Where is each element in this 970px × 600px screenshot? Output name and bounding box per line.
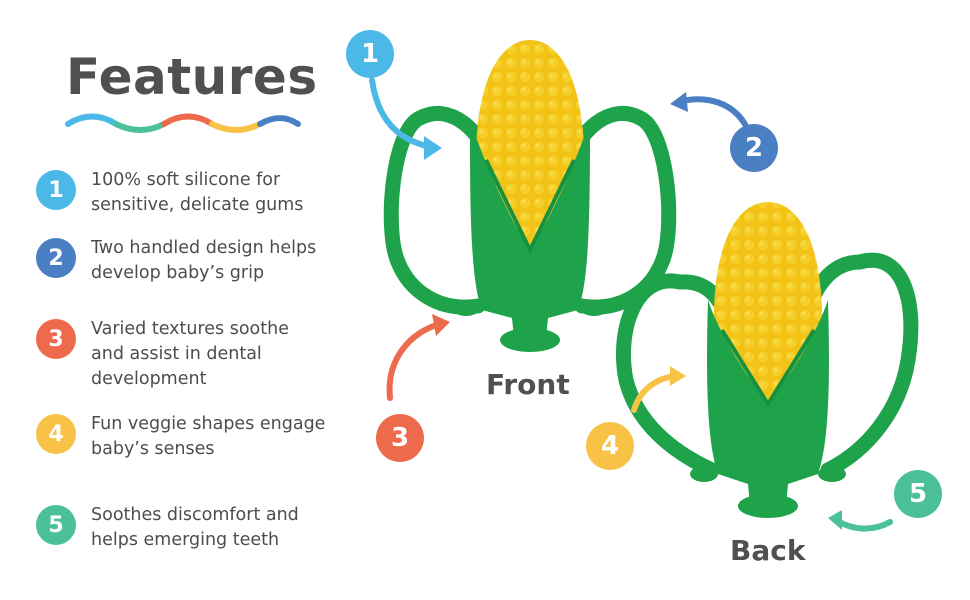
arrow-2-icon xyxy=(670,92,749,129)
back-label: Back xyxy=(730,534,806,567)
callout-badge-2: 2 xyxy=(730,124,778,172)
page-title: Features xyxy=(66,48,318,106)
front-corn-icon xyxy=(383,40,677,352)
number-badge: 2 xyxy=(36,238,76,278)
back-corn-icon xyxy=(615,202,919,518)
feature-text: Fun veggie shapes engage baby’s senses xyxy=(91,414,326,459)
feature-item-2: 2 Two handled design helps develop baby’… xyxy=(36,236,341,286)
number-badge: 5 xyxy=(36,505,76,545)
arrow-3-icon xyxy=(386,314,450,401)
feature-text: 100% soft silicone for sensitive, delica… xyxy=(91,170,304,215)
callout-badge-1: 1 xyxy=(346,30,394,78)
callout-badge-5: 5 xyxy=(894,470,942,518)
arrow-1-icon xyxy=(369,77,442,160)
number-badge: 1 xyxy=(36,170,76,210)
feature-text: Soothes discomfort and helps emerging te… xyxy=(91,505,299,550)
feature-item-1: 1 100% soft silicone for sensitive, deli… xyxy=(36,168,341,218)
arrow-5-icon xyxy=(828,510,893,532)
feature-text: Varied textures soothe and assist in den… xyxy=(91,319,289,389)
decorative-wave xyxy=(65,113,301,133)
number-badge: 4 xyxy=(36,414,76,454)
feature-item-5: 5 Soothes discomfort and helps emerging … xyxy=(36,503,341,553)
callout-badge-4: 4 xyxy=(586,422,634,470)
number-badge: 3 xyxy=(36,319,76,359)
arrow-4-icon xyxy=(631,366,686,413)
feature-text: Two handled design helps develop baby’s … xyxy=(91,238,317,283)
feature-item-4: 4 Fun veggie shapes engage baby’s senses xyxy=(36,412,341,462)
callout-badge-3: 3 xyxy=(376,414,424,462)
feature-item-3: 3 Varied textures soothe and assist in d… xyxy=(36,317,341,392)
front-label: Front xyxy=(486,368,570,401)
